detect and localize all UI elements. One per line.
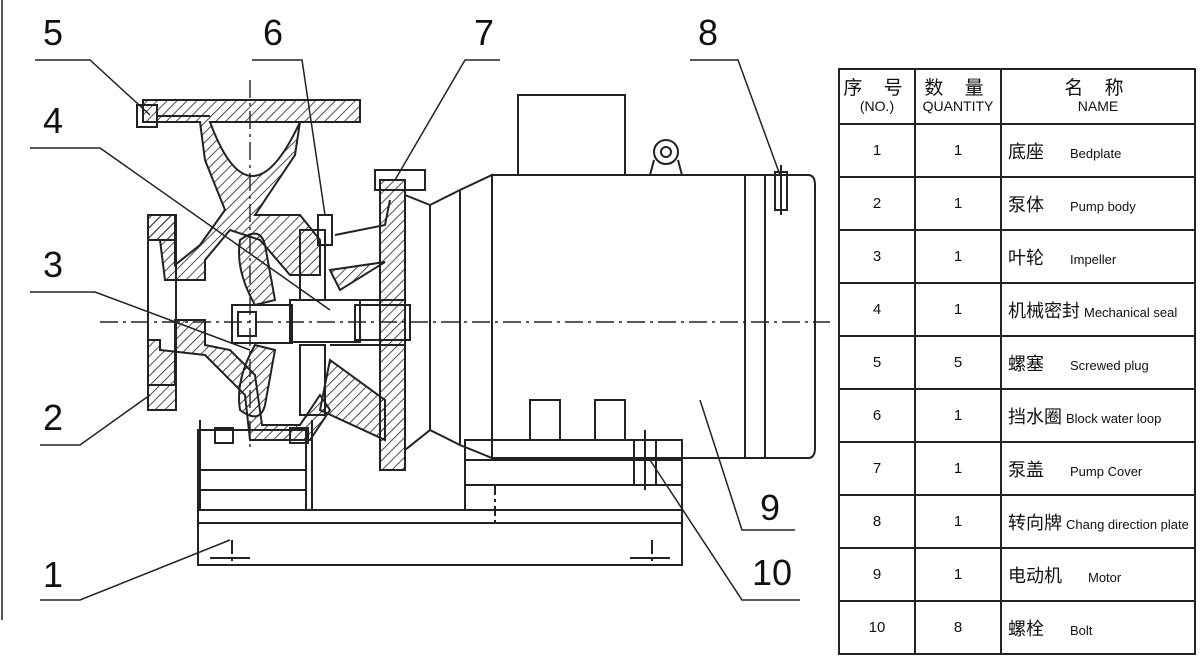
cell-no: 2 (838, 176, 916, 231)
table-header-row: 序 号 (NO.) 数 量 QUANTITY 名 称 NAME (838, 68, 1196, 125)
cell-no: 8 (838, 494, 916, 549)
pump-body (142, 99, 361, 510)
header-no: 序 号 (NO.) (838, 68, 916, 125)
callout-5: 5 (43, 12, 63, 53)
cell-no: 10 (838, 600, 916, 655)
callout-2: 2 (43, 397, 63, 438)
cell-quantity: 1 (914, 388, 1002, 443)
callout-8: 8 (698, 12, 718, 53)
callout-numbers: 5 4 3 2 1 6 7 8 9 10 (43, 12, 792, 595)
bolts (214, 427, 657, 490)
cell-no: 7 (838, 441, 916, 496)
cell-quantity: 1 (914, 494, 1002, 549)
pump-cross-section-drawing: 5 4 3 2 1 6 7 8 9 10 (1, 0, 830, 620)
callout-6: 6 (263, 12, 283, 53)
cell-no: 6 (838, 388, 916, 443)
screwed-plug (136, 104, 210, 128)
cell-no: 4 (838, 282, 916, 337)
callout-3: 3 (43, 244, 63, 285)
header-quantity: 数 量 QUANTITY (914, 68, 1002, 125)
cell-quantity: 1 (914, 176, 1002, 231)
callout-7: 7 (474, 12, 494, 53)
callout-9: 9 (760, 487, 780, 528)
cell-quantity: 5 (914, 335, 1002, 390)
header-name: 名 称 NAME (1000, 68, 1196, 125)
cell-quantity: 1 (914, 282, 1002, 337)
callout-4: 4 (43, 100, 63, 141)
bedplate (197, 429, 683, 566)
callout-1: 1 (43, 554, 63, 595)
motor (429, 94, 816, 460)
cell-quantity: 1 (914, 229, 1002, 284)
callout-10: 10 (752, 552, 792, 593)
cell-no: 3 (838, 229, 916, 284)
direction-plate (774, 165, 788, 215)
cell-quantity: 1 (914, 441, 1002, 496)
cell-quantity: 8 (914, 600, 1002, 655)
pump-cover (318, 169, 431, 471)
cell-no: 9 (838, 547, 916, 602)
cell-no: 5 (838, 335, 916, 390)
cell-quantity: 1 (914, 547, 1002, 602)
cell-quantity: 1 (914, 123, 1002, 178)
leader-lines (30, 59, 800, 601)
cell-no: 1 (838, 123, 916, 178)
